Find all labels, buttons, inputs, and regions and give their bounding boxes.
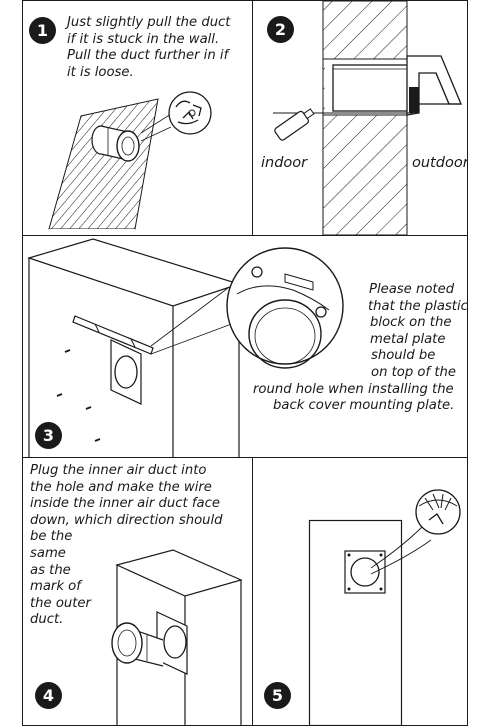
step-1-instruction: Just slightly pull the duct if it is stu… xyxy=(67,15,231,80)
step-2-panel: 2 indoor outdoor xyxy=(253,1,467,235)
wall-duct-illustration xyxy=(48,91,212,235)
detail-magnifier-icon xyxy=(415,489,461,535)
step-5-panel: 5 xyxy=(253,458,467,726)
indoor-label: indoor xyxy=(261,155,308,171)
step-number-2: 2 xyxy=(267,16,294,43)
mounting-plate-illustration xyxy=(27,238,344,457)
step-number-3: 3 xyxy=(35,422,62,449)
step-3-instruction: Please noted that the plastic block on t… xyxy=(253,282,467,414)
step-3-panel: 3 Please noted that the plastic block on… xyxy=(23,236,467,457)
step-number-4: 4 xyxy=(35,682,62,709)
step-4-instruction: Plug the inner air duct into the hole an… xyxy=(30,463,223,628)
step-number-5: 5 xyxy=(264,682,291,709)
installed-plate-illustration xyxy=(308,489,461,726)
outdoor-label: outdoor xyxy=(412,155,467,171)
step-1-panel: 1 Just slightly pull the duct if it is s… xyxy=(23,1,252,235)
wall-cross-section-illustration xyxy=(273,1,462,235)
step-4-panel: 4 Plug the inner air duct into the hole … xyxy=(23,458,252,726)
inner-duct-illustration xyxy=(111,549,243,726)
step-number-1: 1 xyxy=(29,17,56,44)
